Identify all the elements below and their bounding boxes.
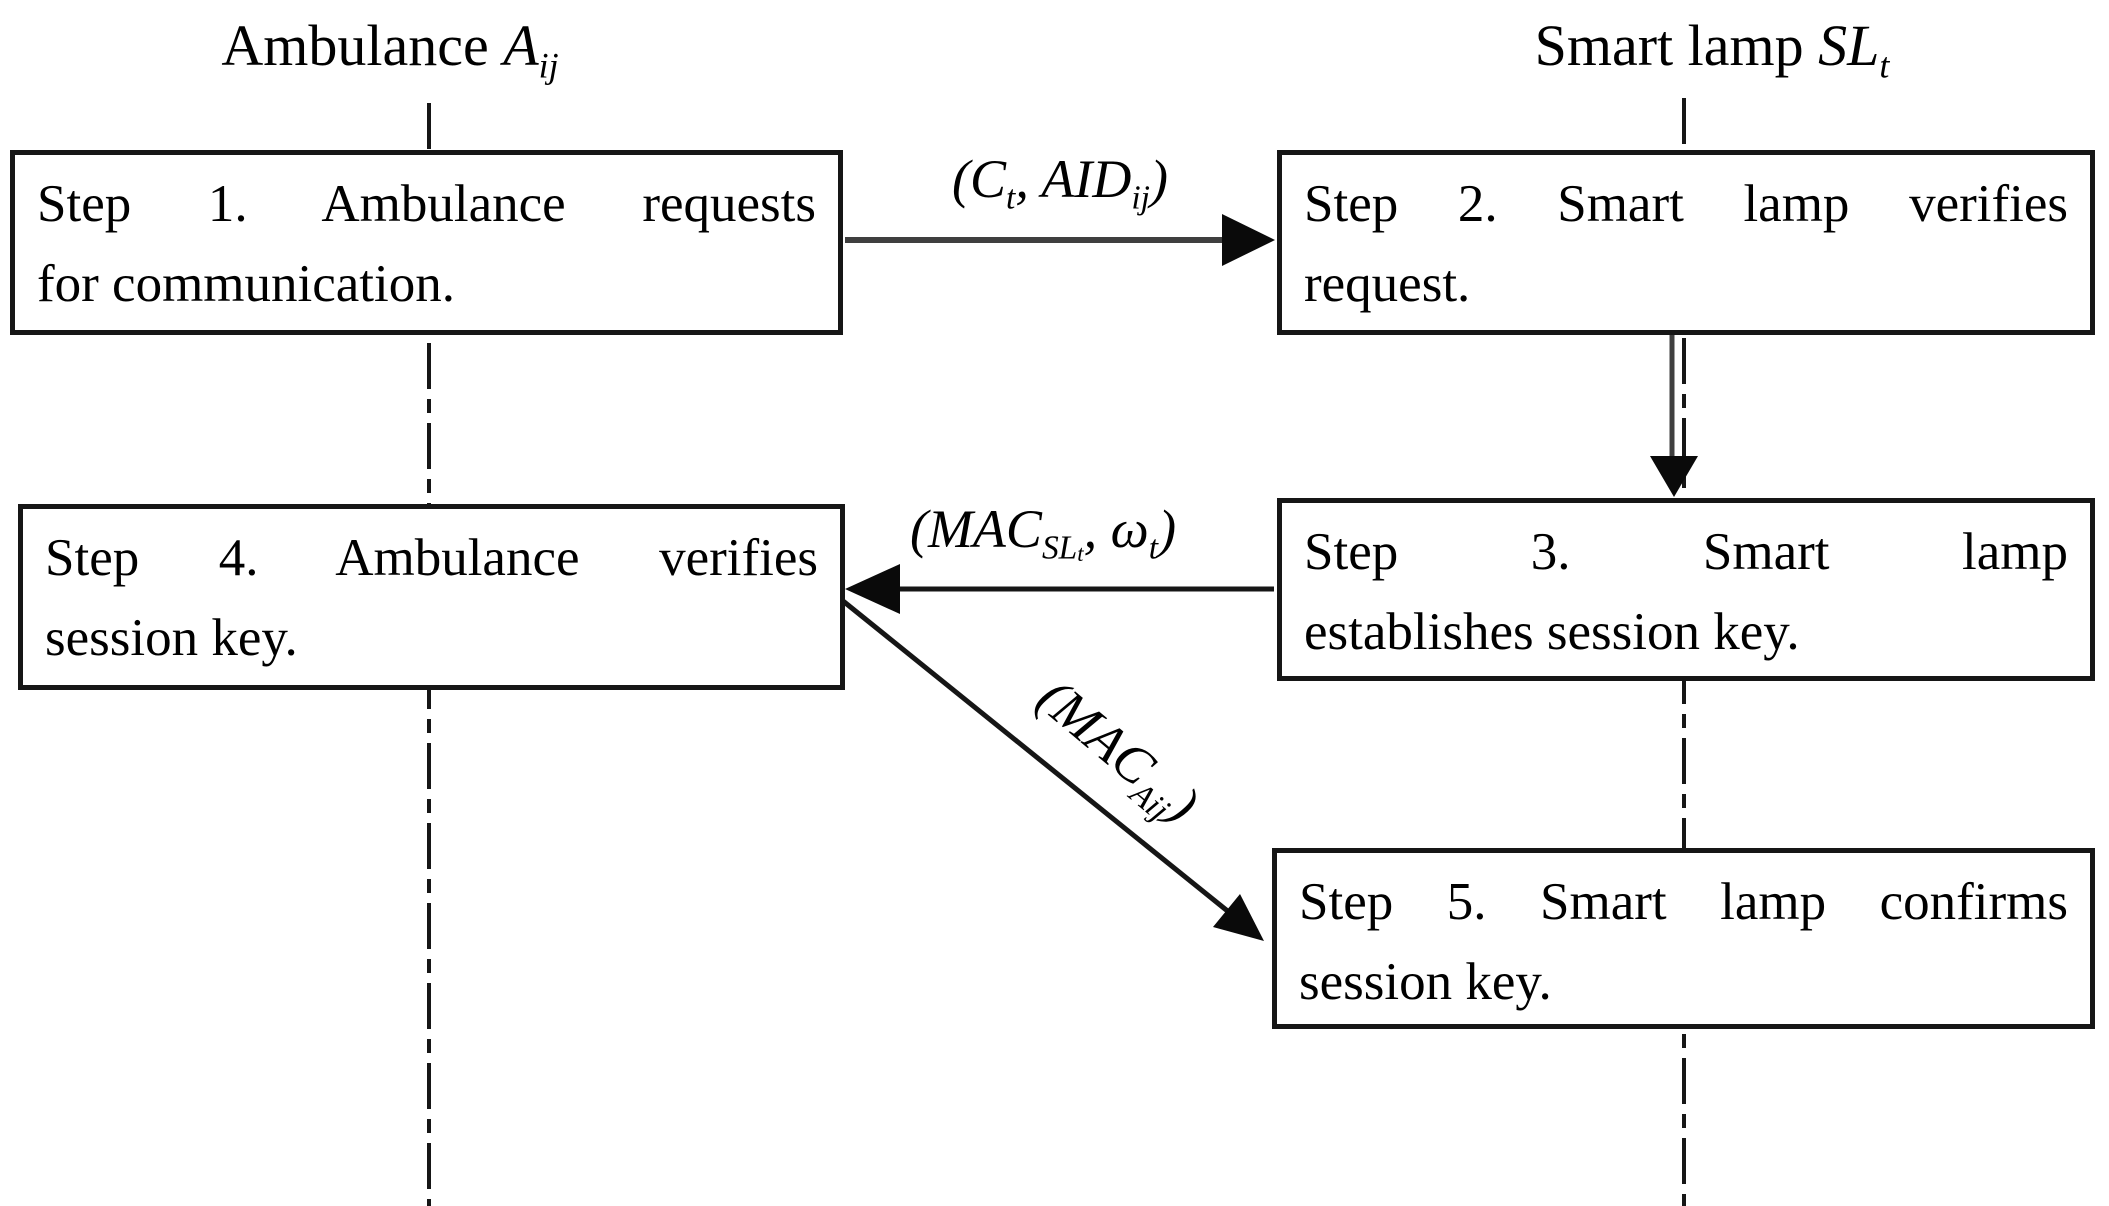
- arrow-step4-to-step5: [841, 599, 1264, 941]
- text-segment: ij: [538, 45, 559, 86]
- message-label-ct-aid: (Ct, AIDij): [860, 148, 1260, 230]
- text-segment: ,: [1083, 499, 1111, 559]
- step2-line1: Step 2. Smart lamp verifies: [1304, 175, 2068, 233]
- arrow-step2-to-step3: [1650, 334, 1698, 497]
- step5-line1: Step 5. Smart lamp confirms: [1299, 873, 2068, 931]
- actor-smart-lamp-label: Smart lamp SLt: [1462, 10, 1962, 102]
- text-segment: (: [952, 149, 971, 209]
- text-segment: SL: [1041, 529, 1078, 567]
- text-segment: C: [970, 149, 1007, 209]
- arrow-step1-to-step2: [845, 214, 1275, 266]
- text-segment: ): [1149, 149, 1168, 209]
- arrow-step2-to-step3-head: [1650, 456, 1698, 497]
- text-segment: (: [909, 499, 928, 559]
- step3-box: Step 3. Smart lamp establishes session k…: [1277, 498, 2095, 681]
- step4-line1: Step 4. Ambulance verifies: [45, 529, 818, 587]
- text-segment: A: [503, 13, 539, 78]
- arrow-step4-to-step5-shaft: [841, 599, 1232, 915]
- text-segment: t: [1879, 45, 1890, 86]
- step5-box: Step 5. Smart lamp confirms session key.: [1272, 848, 2095, 1029]
- text-segment: t: [1148, 529, 1159, 567]
- arrow-step4-to-step5-head: [1213, 894, 1264, 941]
- text-segment: ω: [1110, 499, 1149, 559]
- text-segment: Ambulance: [221, 13, 504, 78]
- step3-line2: establishes session key.: [1304, 603, 1800, 661]
- actor-ambulance-label: Ambulance Aij: [140, 10, 640, 102]
- text-segment: AID: [1041, 149, 1132, 209]
- step1-box: Step 1. Ambulance requests for communica…: [10, 150, 843, 335]
- step5-line2: session key.: [1299, 953, 1552, 1011]
- arrow-step3-to-step4-head: [845, 564, 900, 614]
- text-segment: Smart lamp: [1534, 13, 1819, 78]
- arrow-step1-to-step2-head: [1222, 214, 1275, 266]
- text-segment: ): [1158, 499, 1177, 559]
- message-label-mac-sl-omega: (MACSLt, ωt): [848, 498, 1238, 585]
- step2-box: Step 2. Smart lamp verifies request.: [1277, 150, 2095, 335]
- text-segment: MAC: [927, 499, 1042, 559]
- arrow-step3-to-step4: [845, 564, 1274, 614]
- text-segment: ,: [1015, 149, 1042, 209]
- step2-line2: request.: [1304, 255, 1471, 313]
- step4-line2: session key.: [45, 609, 298, 667]
- step3-line1: Step 3. Smart lamp: [1304, 523, 2068, 581]
- text-segment: t: [1077, 541, 1084, 567]
- text-segment: t: [1006, 179, 1016, 217]
- step1-line2: for communication.: [37, 255, 455, 313]
- step1-line1: Step 1. Ambulance requests: [37, 175, 816, 233]
- step4-box: Step 4. Ambulance verifies session key.: [18, 504, 845, 690]
- text-segment: ij: [1131, 179, 1150, 217]
- text-segment: SL: [1818, 13, 1880, 78]
